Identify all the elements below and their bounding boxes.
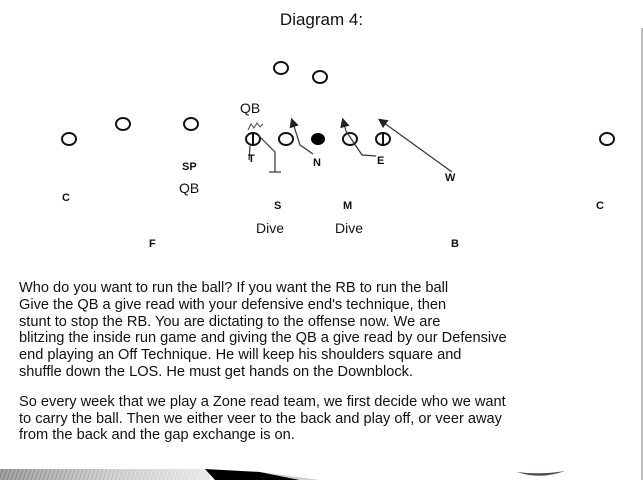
- diagram-title: Diagram 4:: [0, 10, 643, 30]
- s-label: S: [274, 200, 282, 212]
- sp-label: SP: [182, 161, 197, 173]
- t-label: T: [248, 153, 255, 165]
- play-diagram: [61, 61, 615, 173]
- m-label: M: [343, 200, 353, 212]
- offensive-lineman-icon: [278, 132, 294, 146]
- zigzag-motion-icon: [247, 122, 264, 131]
- qb-label-top: QB: [240, 100, 261, 116]
- center-filled-icon: [311, 133, 325, 145]
- offensive-player-icon: [312, 70, 328, 84]
- m-assignment: Dive: [335, 220, 364, 236]
- n-label: N: [313, 157, 321, 169]
- f-label: F: [149, 238, 156, 250]
- c-label-right: C: [596, 200, 604, 212]
- t-block-route: [257, 134, 276, 172]
- offensive-player-icon: [273, 61, 289, 75]
- w-label: W: [445, 172, 456, 184]
- offensive-player-icon: [599, 132, 615, 146]
- offensive-player-icon: [61, 132, 77, 146]
- paragraph-1: Who do you want to run the ball? If you …: [19, 280, 507, 380]
- w-route-arrow: [378, 118, 453, 173]
- slide-right-border: [641, 28, 643, 480]
- diagram-title-text: Diagram 4:: [279, 10, 364, 29]
- e-label: E: [377, 155, 385, 167]
- n-route-arrow: [289, 117, 314, 155]
- paragraph-2: So every week that we play a Zone read t…: [19, 393, 506, 444]
- explanation-text: Who do you want to run the ball? If you …: [19, 280, 629, 457]
- offensive-player-icon: [115, 117, 131, 131]
- offensive-lineman-icon: [342, 132, 358, 146]
- qb-label-bottom: QB: [179, 180, 200, 196]
- s-assignment: Dive: [256, 220, 285, 236]
- decorative-footer-band: [0, 469, 565, 480]
- offensive-player-icon: [183, 117, 199, 131]
- e-route-arrow: [340, 117, 377, 157]
- c-label-left: C: [62, 192, 70, 204]
- b-label: B: [451, 238, 459, 250]
